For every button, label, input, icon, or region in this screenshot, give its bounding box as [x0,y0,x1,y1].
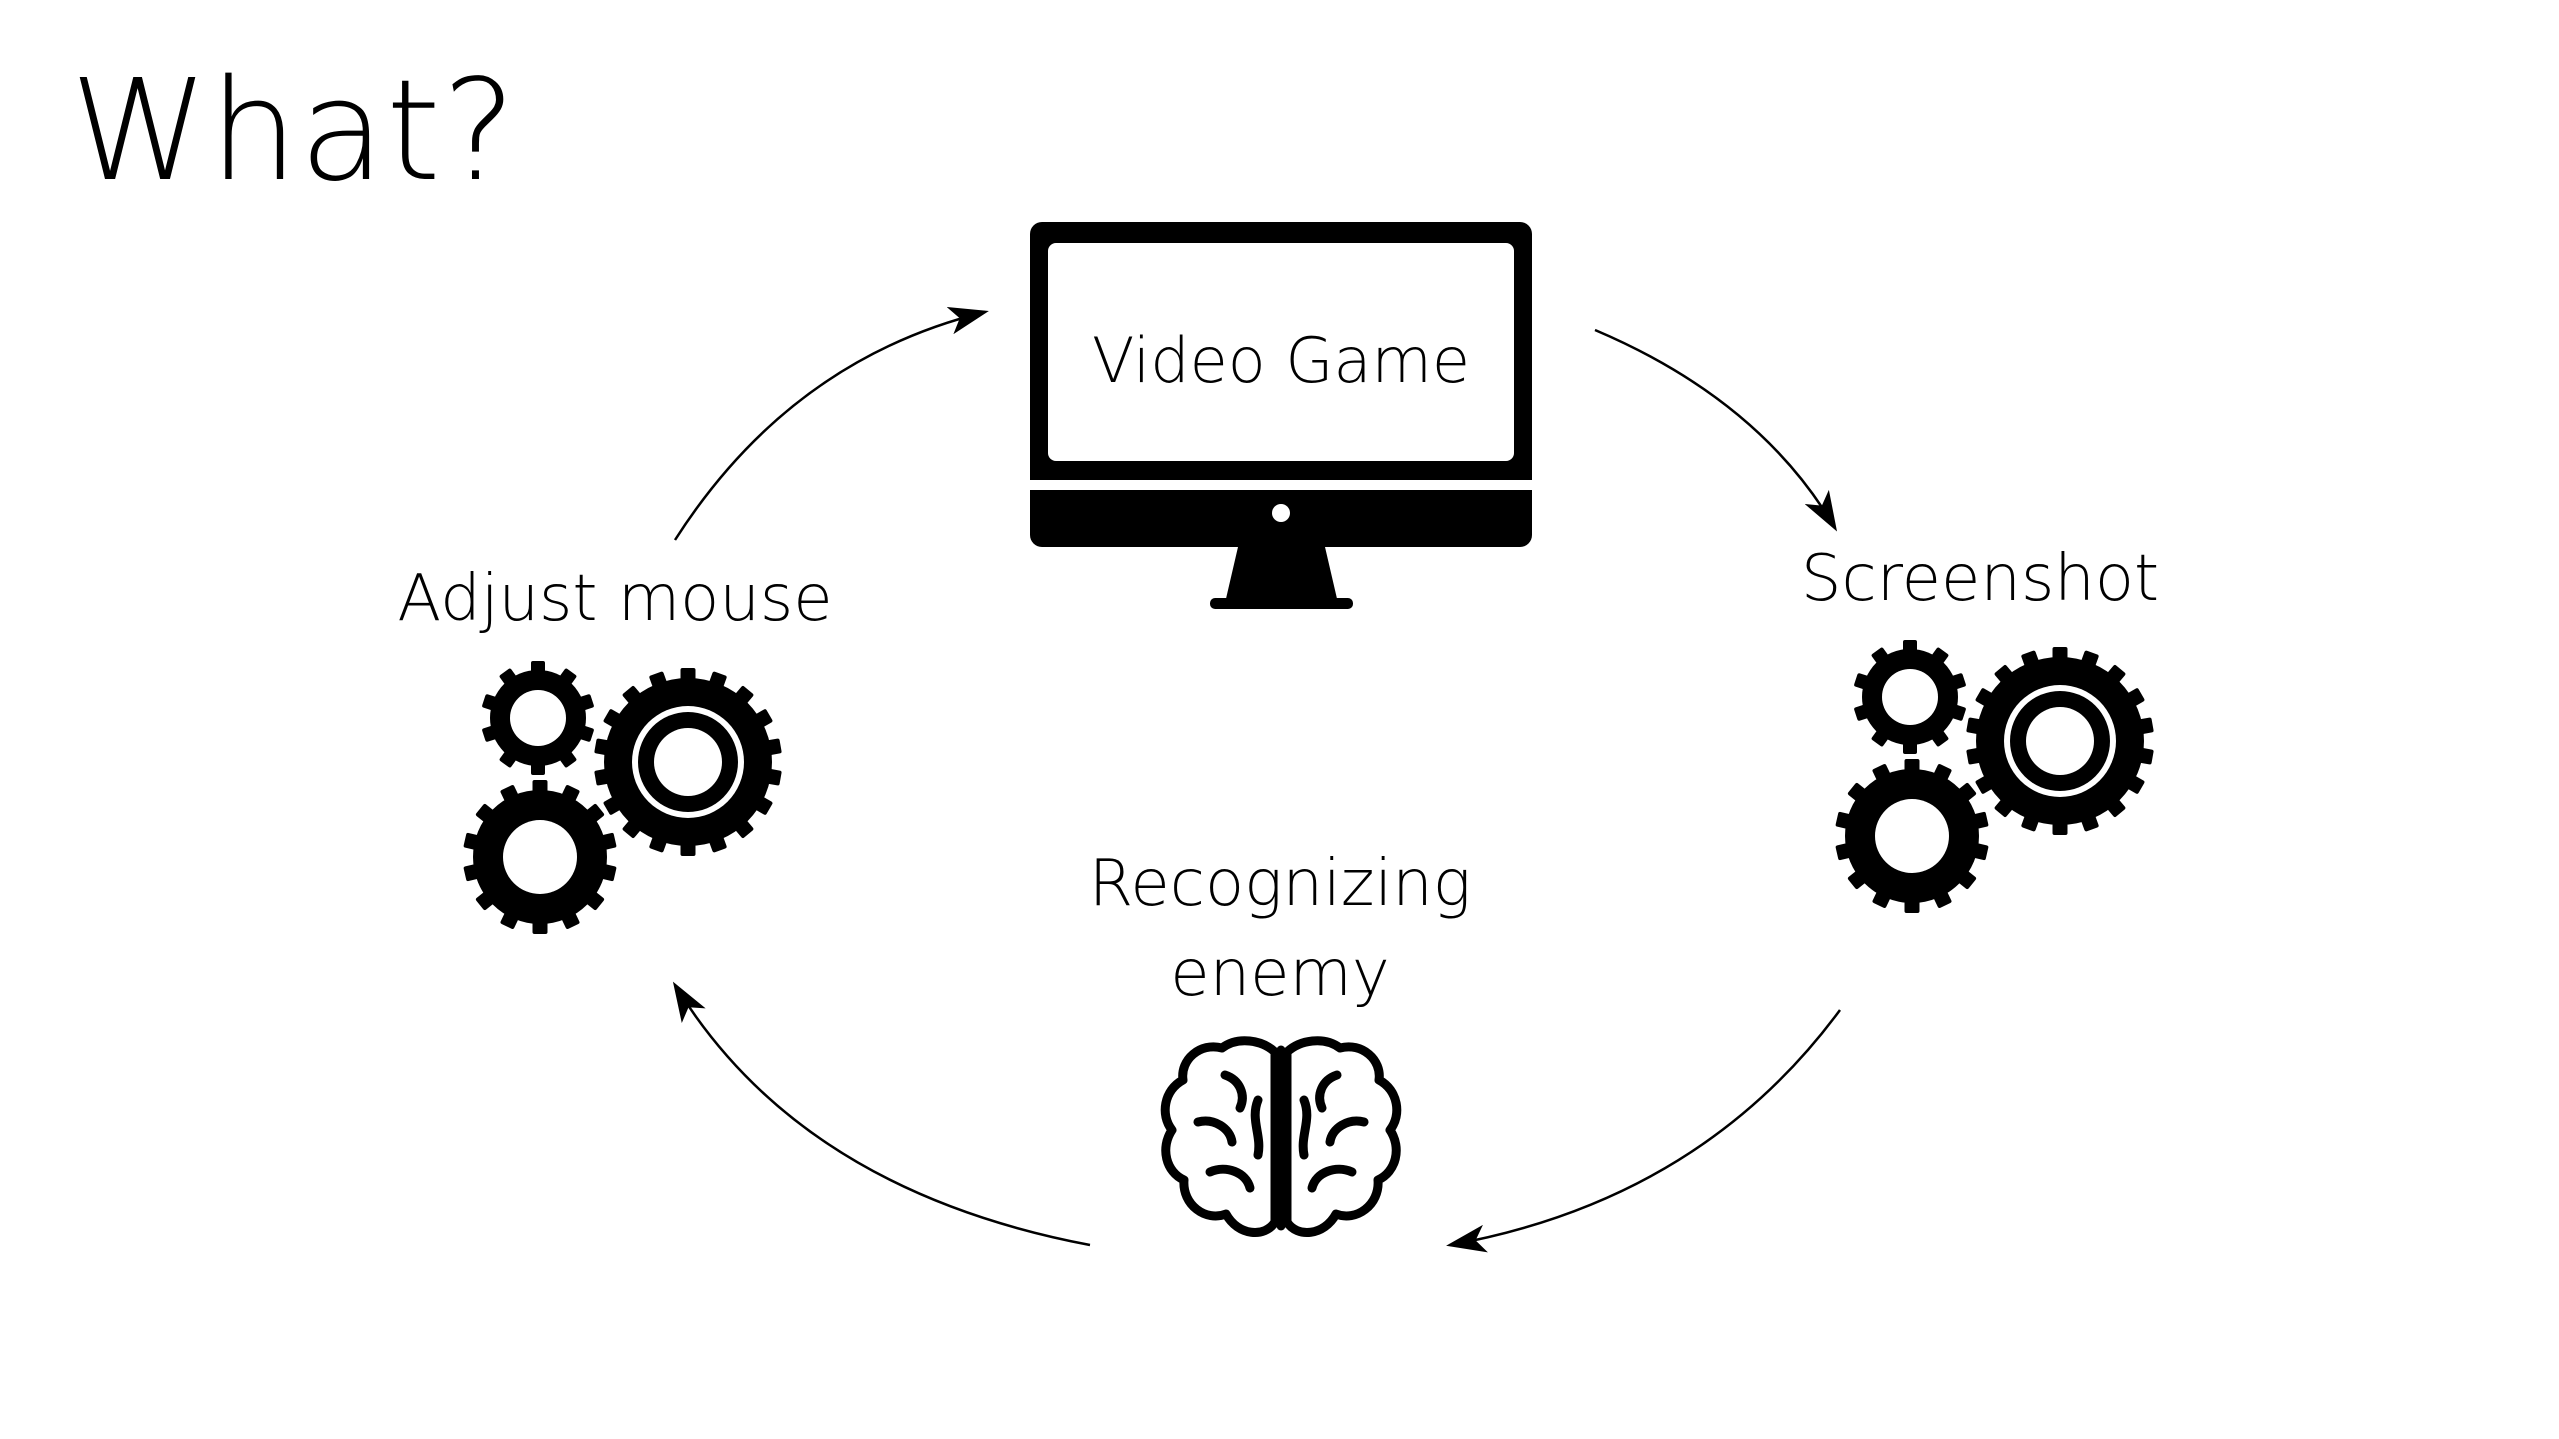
brain-icon [1160,1036,1402,1237]
slide-title: What? [70,50,518,213]
adjust-mouse-label: Adjust mouse [397,562,833,636]
recognizing-label: Recognizing enemy [1060,840,1500,1019]
arrow-adjust-to-game [673,307,989,541]
screenshot-label: Screenshot [1800,542,2160,616]
arrow-recognizing-to-adjust [672,981,1091,1247]
monitor-icon: Video Game [1030,222,1532,609]
gears-icon [1835,640,2154,913]
video-game-label: Video Game [1092,324,1470,397]
arrow-game-to-screenshot [1594,328,1838,532]
gears-icon [463,661,782,934]
recognizing-label-line2: enemy [1170,936,1390,1011]
recognizing-label-line1: Recognizing [1088,847,1472,921]
arrow-screenshot-to-recognizing [1446,1009,1842,1253]
